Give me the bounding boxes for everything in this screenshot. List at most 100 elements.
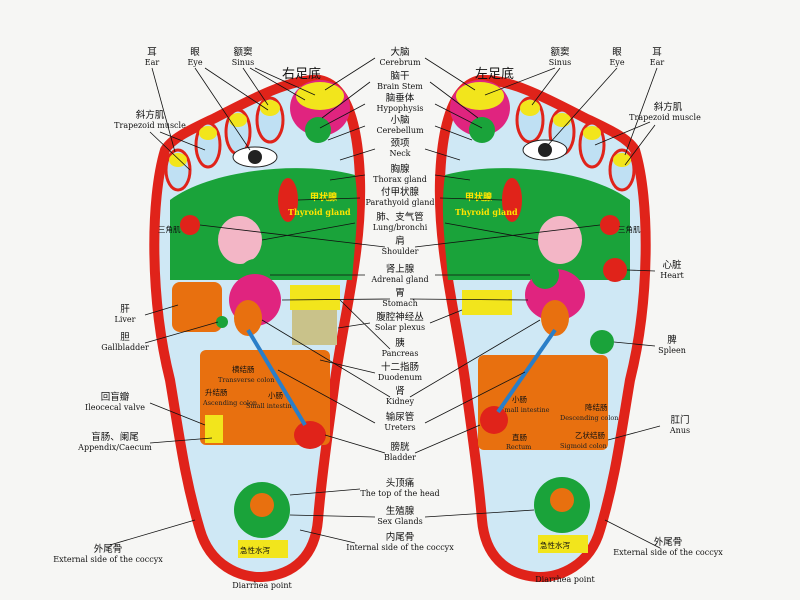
- left-eye-icon: [522, 139, 568, 161]
- left-toe-4-top: [583, 126, 601, 140]
- right-transverse-en: Transverse colon: [218, 376, 274, 384]
- left-rectum-cn: 直肠: [512, 432, 527, 442]
- label-bladder-cn: 膀胱: [390, 441, 410, 453]
- right-pancreas: [290, 285, 340, 310]
- label-sinus-left-cn: 额窦: [550, 46, 569, 58]
- label-eye-left-en: Eye: [609, 58, 624, 67]
- label-eye-right-cn: 眼: [190, 47, 200, 58]
- label-duodenum-cn: 十二指肠: [381, 361, 419, 373]
- label-thorax-en: Thorax gland: [373, 175, 427, 184]
- label-stomach-en: Stomach: [382, 299, 418, 308]
- right-thyroid-cn: 甲状腺: [310, 191, 338, 203]
- label-trapezoid-left-en: Trapezoid muscle: [629, 113, 701, 122]
- label-spleen-en: Spleen: [658, 346, 686, 355]
- label-trapezoid-left-cn: 斜方肌: [654, 101, 683, 113]
- right-toe-5-top: [169, 153, 187, 167]
- left-diarrhea-cn: 急性水泻: [540, 540, 570, 550]
- left-pancreas: [462, 290, 512, 315]
- left-deltoid-label: 三角肌: [618, 224, 641, 234]
- label-anus-en: Anus: [669, 426, 690, 435]
- label-thorax-cn: 胸腺: [390, 163, 410, 175]
- right-coccyx-band: [238, 540, 288, 558]
- left-sigmoid-en: Sigmoid colon: [560, 442, 607, 450]
- left-kidney: [541, 300, 569, 336]
- label-eye-right-en: Eye: [187, 58, 202, 67]
- left-hypophysis: [469, 117, 495, 143]
- right-big-toe-top: [296, 82, 344, 110]
- label-coccyx-internal-en: Internal side of the coccyx: [346, 543, 454, 552]
- right-toe-2-top: [260, 100, 280, 116]
- left-intestines: [478, 355, 608, 450]
- label-stomach-cn: 胃: [395, 288, 405, 299]
- left-chest-region: [442, 168, 630, 280]
- label-neck-cn: 颈项: [390, 138, 410, 149]
- label-top-head-cn: 头顶痛: [386, 477, 415, 489]
- label-shoulder-en: Shoulder: [382, 247, 419, 256]
- label-gallbladder-cn: 胆: [120, 332, 130, 343]
- center-leader-lines: [199, 57, 601, 544]
- right-solar-plexus: [292, 310, 337, 345]
- label-sinus-right-en: Sinus: [232, 58, 254, 67]
- right-thyroid-region: [278, 178, 298, 222]
- left-thyroid-en: Thyroid gland: [455, 207, 518, 217]
- left-diarrhea-en: Diarrhea point: [535, 575, 595, 584]
- label-ureters-en: Ureters: [384, 423, 415, 432]
- right-small-int-cn: 小肠: [268, 391, 283, 400]
- right-foot: 甲状腺 Thyroid gland 三角肌 横结肠 Transverse col…: [149, 74, 366, 583]
- right-deltoid-label: 三角肌: [158, 224, 181, 234]
- right-bladder: [294, 421, 326, 449]
- label-hypophysis-en: Hypophysis: [377, 104, 424, 113]
- label-ear-right-cn: 耳: [147, 47, 157, 58]
- label-kidney-cn: 肾: [395, 386, 405, 397]
- label-top-head-en: The top of the head: [360, 489, 439, 498]
- label-solar-plexus-cn: 腹腔神经丛: [376, 311, 424, 323]
- right-toe-4-top: [199, 126, 217, 140]
- right-gallbladder: [216, 316, 228, 328]
- left-shoulder-point: [600, 215, 620, 235]
- right-sex-gland-core: [250, 493, 274, 517]
- label-ileocecal-cn: 回盲瓣: [101, 391, 130, 403]
- left-bladder: [480, 406, 508, 434]
- label-coccyx-ext-left-en: External side of the coccyx: [613, 548, 723, 557]
- label-ureters-cn: 输尿管: [386, 411, 415, 423]
- center-label-column: 大脑 Cerebrum 脑干 Brain Stem 脑垂体 Hypophysis…: [346, 46, 454, 552]
- label-bladder-en: Bladder: [384, 453, 416, 462]
- label-heart-en: Heart: [660, 271, 684, 280]
- label-neck-en: Neck: [389, 149, 410, 158]
- left-big-toe-top: [456, 82, 504, 110]
- label-brain-stem-cn: 脑干: [390, 70, 409, 82]
- left-heart: [603, 258, 627, 282]
- right-lung: [218, 216, 262, 264]
- label-cerebrum-cn: 大脑: [390, 46, 409, 58]
- label-duodenum-en: Duodenum: [378, 373, 423, 382]
- left-side-labels: 耳 Ear 眼 Eye 额窦 Sinus 斜方肌 Trapezoid muscl…: [53, 46, 316, 564]
- right-ureter-line: [246, 328, 307, 427]
- left-foot: 甲状腺 Thyroid gland 三角肌 小肠 Small intestine…: [434, 74, 651, 583]
- right-intestines: [200, 350, 330, 445]
- left-sigmoid-cn: 乙状结肠: [575, 430, 605, 440]
- label-sinus-right-cn: 额窦: [233, 46, 252, 58]
- label-cerebellum-cn: 小脑: [390, 114, 409, 126]
- label-sex-glands-cn: 生殖腺: [386, 505, 415, 517]
- label-cerebellum-en: Cerebellum: [376, 126, 424, 135]
- right-diarrhea-en: Diarrhea point: [232, 581, 292, 590]
- label-cerebrum-en: Cerebrum: [379, 58, 421, 67]
- left-rectum-en: Rectum: [506, 443, 531, 451]
- label-parathyoid-en: Parathyoid gland: [365, 198, 434, 207]
- label-liver-en: Liver: [115, 315, 136, 324]
- label-brain-stem-en: Brain Stem: [377, 82, 423, 91]
- label-pancreas-cn: 胰: [395, 337, 405, 349]
- left-adrenal: [531, 261, 559, 289]
- label-ear-left-cn: 耳: [652, 47, 662, 58]
- right-side-labels: 额窦 Sinus 眼 Eye 耳 Ear 斜方肌 Trapezoid muscl…: [484, 46, 723, 557]
- label-liver-cn: 肝: [120, 304, 130, 315]
- left-coccyx-band: [538, 535, 588, 553]
- label-appendix-en: Appendix/Caecum: [77, 443, 152, 452]
- right-ascending-cn: 升结肠: [205, 387, 228, 397]
- label-heart-cn: 心脏: [662, 259, 682, 271]
- label-solar-plexus-en: Solar plexus: [375, 323, 425, 332]
- label-sex-glands-en: Sex Glands: [377, 517, 422, 526]
- label-adrenal-en: Adrenal gland: [370, 275, 428, 284]
- label-appendix-cn: 盲肠、阑尾: [91, 431, 139, 443]
